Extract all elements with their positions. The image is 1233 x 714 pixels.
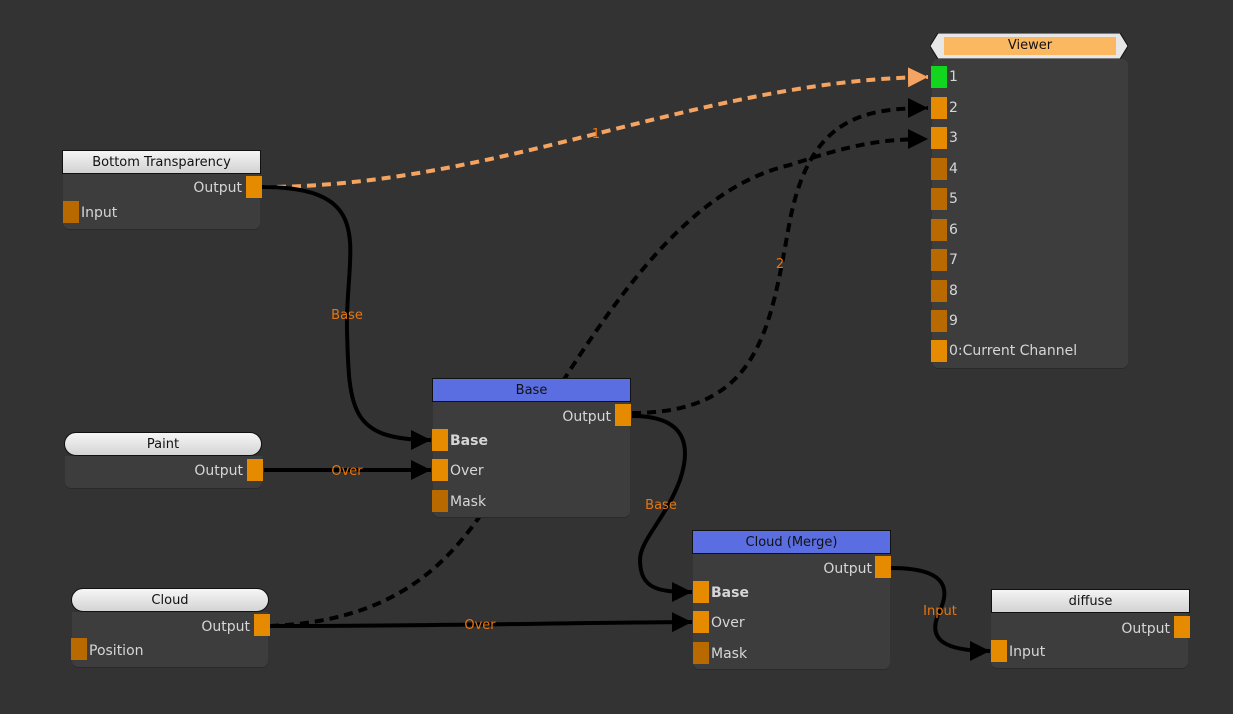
port-label-3: 3 [949, 130, 958, 146]
node-title[interactable]: Bottom Transparency [62, 150, 261, 174]
port-label-over: Over [711, 615, 745, 631]
input-port[interactable] [63, 201, 79, 223]
port-label-output: Output [823, 561, 872, 577]
port-label-output: Output [1121, 621, 1170, 637]
port-label-mask: Mask [450, 494, 487, 510]
port-label-5: 5 [949, 191, 958, 207]
port-label-9: 9 [949, 313, 958, 329]
output-port[interactable] [247, 459, 263, 481]
node-title[interactable]: Cloud [71, 588, 269, 612]
node-body [991, 613, 1188, 668]
wire-base-to-merge-base[interactable] [631, 414, 693, 602]
input-port-current-channel[interactable] [931, 340, 947, 362]
output-port[interactable] [875, 556, 891, 578]
port-label-base: Base [450, 433, 488, 449]
input-port-1[interactable] [931, 66, 947, 88]
node-body [63, 174, 260, 229]
port-label-position: Position [89, 643, 144, 659]
node-body [65, 456, 262, 488]
wire-label-base-2: Base [645, 498, 677, 513]
input-port-mask[interactable] [693, 642, 709, 664]
port-label-input: Input [1009, 644, 1046, 660]
input-port-3[interactable] [931, 127, 947, 149]
node-title[interactable]: Base [432, 378, 631, 402]
wire-label-over-1: Over [331, 464, 363, 479]
port-label-mask: Mask [711, 646, 748, 662]
wire-label-viewer-2: 2 [776, 257, 784, 272]
port-label-output: Output [193, 180, 242, 196]
input-port-base[interactable] [432, 429, 448, 451]
input-port-7[interactable] [931, 249, 947, 271]
input-port[interactable] [991, 640, 1007, 662]
port-label-input: Input [81, 205, 118, 221]
wire-label-base-1: Base [331, 308, 363, 323]
input-port-over[interactable] [693, 611, 709, 633]
port-label-2: 2 [949, 100, 958, 116]
node-body [693, 554, 890, 669]
port-label-output: Output [562, 409, 611, 425]
wire-merge-to-diffuse[interactable] [890, 566, 991, 661]
wire-base-to-viewer-2[interactable] [631, 98, 929, 415]
node-title: Viewer [944, 37, 1116, 55]
node-title[interactable]: Paint [64, 432, 262, 456]
port-label-output: Output [201, 619, 250, 635]
node-body [433, 402, 630, 517]
node-title[interactable]: diffuse [991, 589, 1190, 613]
input-port-over[interactable] [432, 459, 448, 481]
input-port-9[interactable] [931, 310, 947, 332]
input-port-8[interactable] [931, 280, 947, 302]
input-port-6[interactable] [931, 219, 947, 241]
input-port-mask[interactable] [432, 490, 448, 512]
wire-cloud-to-merge-over[interactable] [269, 612, 693, 633]
port-label-6: 6 [949, 222, 958, 238]
output-port[interactable] [1174, 616, 1190, 638]
input-port-base[interactable] [693, 581, 709, 603]
input-port-5[interactable] [931, 188, 947, 210]
output-port[interactable] [254, 614, 270, 636]
output-port[interactable] [615, 404, 631, 426]
wire-label-over-2: Over [464, 618, 496, 633]
node-title[interactable]: Cloud (Merge) [692, 530, 891, 554]
wire-cloud-to-viewer-3[interactable] [269, 129, 929, 628]
port-label-8: 8 [949, 283, 958, 299]
port-label-7: 7 [949, 252, 958, 268]
port-label-4: 4 [949, 161, 958, 177]
port-label-1: 1 [949, 69, 958, 85]
wire-bottom-transparency-to-base[interactable] [261, 185, 432, 450]
input-port-4[interactable] [931, 158, 947, 180]
wire-label-viewer-1: 1 [592, 127, 600, 142]
node-body [72, 612, 268, 667]
port-label-output: Output [194, 463, 243, 479]
input-port-2[interactable] [931, 97, 947, 119]
output-port[interactable] [246, 176, 262, 198]
input-port[interactable] [71, 638, 87, 660]
wire-label-input: Input [923, 604, 957, 619]
port-label-base: Base [711, 585, 749, 601]
node-body [932, 59, 1128, 368]
port-label-over: Over [450, 463, 484, 479]
port-label-current-channel: 0:Current Channel [949, 343, 1078, 359]
viewer-header[interactable]: Viewer [930, 33, 1128, 59]
